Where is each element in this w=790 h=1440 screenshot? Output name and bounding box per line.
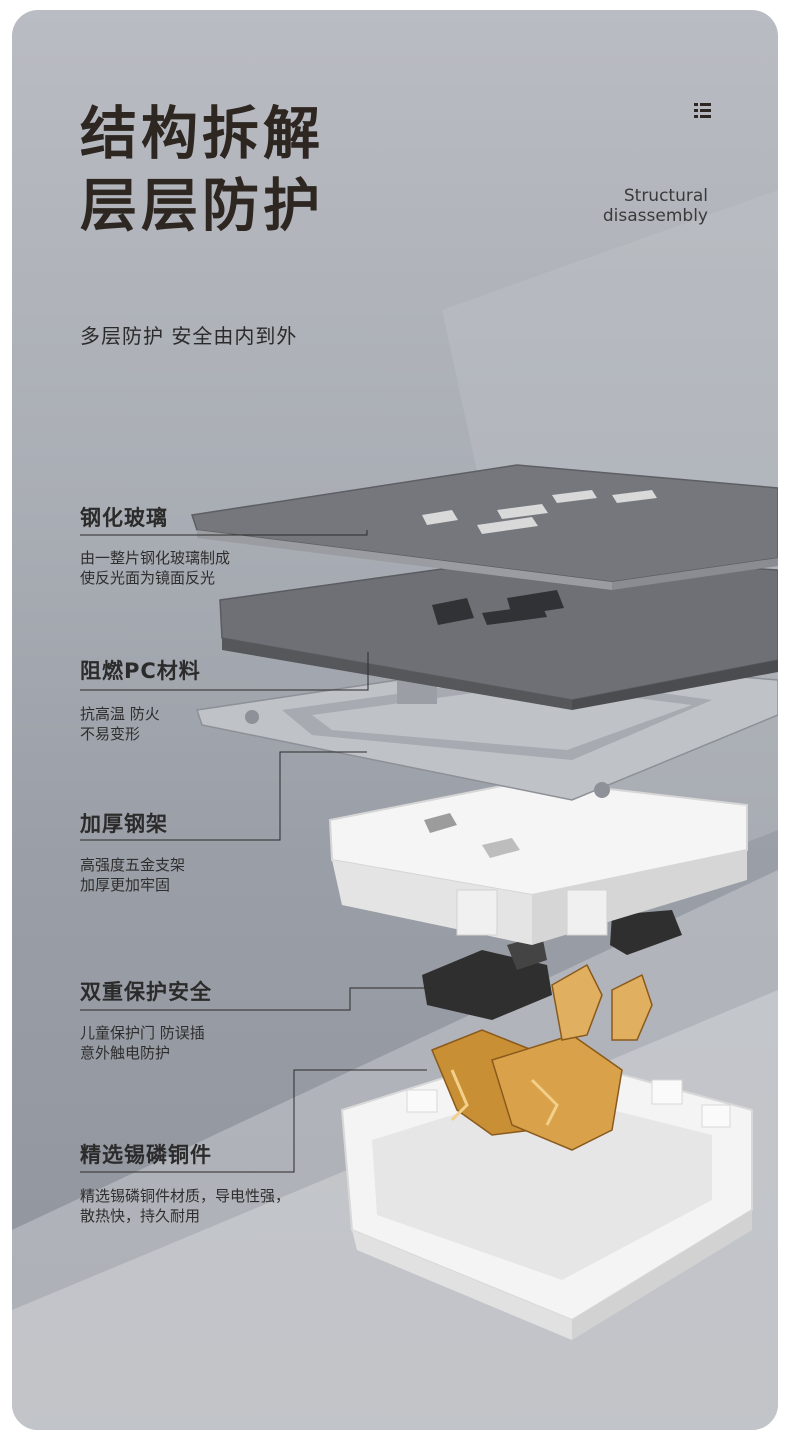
layer-desc-copper: 精选锡磷铜件材质，导电性强， 散热快，持久耐用 <box>80 1186 290 1226</box>
leader-line-glass <box>80 530 368 536</box>
child-shutters <box>422 910 682 1020</box>
english-subtitle-line-2: disassembly <box>602 206 708 226</box>
leader-line-shutter <box>80 987 432 1011</box>
layer-desc-copper-line-2: 散热快，持久耐用 <box>80 1207 201 1225</box>
title-line-2: 层层防护 <box>80 173 324 239</box>
layer-desc-glass-line-2: 使反光面为镜面反光 <box>80 569 216 587</box>
copper-contacts <box>431 963 653 1151</box>
leader-line-pc <box>80 652 369 691</box>
pc-panel <box>219 554 778 710</box>
layer-title-shutter: 双重保护安全 <box>80 980 212 1004</box>
english-subtitle-line-1: Structural <box>623 186 708 206</box>
layer-desc-pc: 抗高温 防火 不易变形 <box>80 704 160 744</box>
layer-title-frame: 加厚钢架 <box>80 812 168 836</box>
leader-line-copper <box>80 1069 427 1173</box>
layer-desc-glass: 由一整片钢化玻璃制成 使反光面为镜面反光 <box>80 548 230 588</box>
layer-desc-frame-line-1: 高强度五金支架 <box>80 856 186 874</box>
layer-desc-shutter-line-2: 意外触电防护 <box>80 1044 171 1062</box>
layer-desc-frame: 高强度五金支架 加厚更加牢固 <box>80 855 185 895</box>
english-subtitle: Structural disassembly <box>603 186 708 226</box>
layer-desc-shutter-line-1: 儿童保护门 防误插 <box>80 1024 205 1042</box>
layer-desc-pc-line-1: 抗高温 防火 <box>80 705 160 723</box>
layer-desc-pc-line-2: 不易变形 <box>80 725 141 743</box>
product-card: 结构拆解 层层防护 Structural disassembly 多层防护 安全… <box>12 10 778 1430</box>
layer-title-pc: 阻燃PC材料 <box>80 659 201 683</box>
leader-lines <box>80 530 432 1173</box>
title-line-1: 结构拆解 <box>80 101 324 167</box>
layer-desc-copper-line-1: 精选锡磷铜件材质，导电性强， <box>80 1187 291 1205</box>
menu-icon <box>694 103 711 118</box>
insulator-module <box>328 778 748 945</box>
base-housing <box>340 1048 753 1340</box>
layer-desc-shutter: 儿童保护门 防误插 意外触电防护 <box>80 1023 205 1063</box>
layer-title-glass: 钢化玻璃 <box>80 506 168 530</box>
layer-title-copper: 精选锡磷铜件 <box>80 1143 212 1167</box>
layer-desc-frame-line-2: 加厚更加牢固 <box>80 876 171 894</box>
page-title: 结构拆解 层层防护 <box>80 98 324 242</box>
glass-panel <box>191 464 778 590</box>
leader-line-frame <box>80 751 367 841</box>
socket-exploded-illustration <box>80 464 778 1340</box>
tagline: 多层防护 安全由内到外 <box>80 324 298 348</box>
layer-desc-glass-line-1: 由一整片钢化玻璃制成 <box>80 549 231 567</box>
